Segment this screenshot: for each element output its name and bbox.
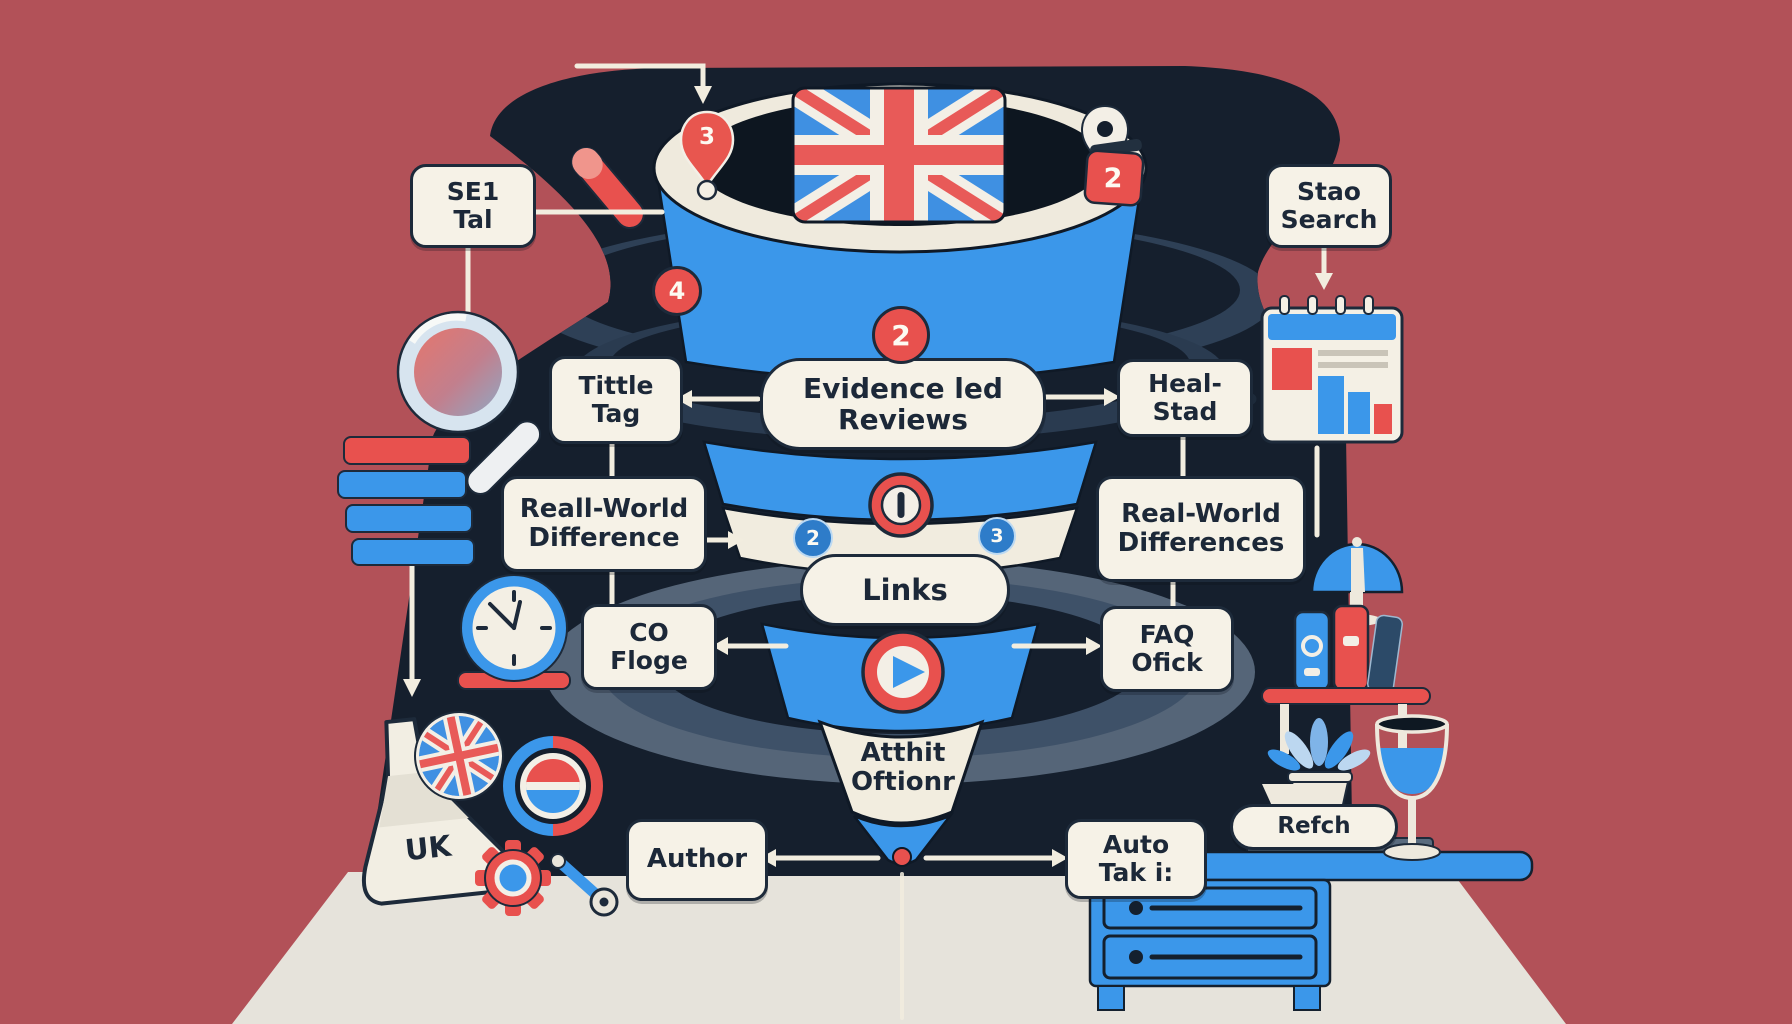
label-heal-stad: Heal- Stad	[1117, 359, 1253, 437]
uk-roundel-icon	[414, 711, 504, 801]
alarm-clock-icon	[457, 574, 571, 690]
uk-flag-icon	[791, 86, 1007, 224]
label-faq-ofick: FAQ Ofick	[1100, 606, 1234, 692]
tag-pin-icon	[1080, 104, 1145, 207]
label-uk-flask: UK	[403, 828, 453, 868]
badge-tag-2: 2	[1103, 162, 1123, 194]
label-co-floge: CO Floge	[581, 604, 717, 690]
label-se1-tal: SE1 Tal	[410, 164, 536, 248]
banner-links: Links	[800, 554, 1010, 626]
badge-blue-2: 2	[793, 518, 833, 558]
label-author: Author	[626, 819, 768, 901]
label-real-world-differences: Real-World Differences	[1096, 476, 1306, 582]
badge-rim-left-4: 4	[652, 266, 702, 316]
label-stao-search: Stao Search	[1266, 164, 1392, 248]
sideboard-icon	[1088, 878, 1332, 1011]
location-pin-icon	[679, 110, 735, 201]
key-icon	[550, 853, 619, 917]
lampshade-block-icon	[1262, 784, 1324, 806]
marker-pen-icon	[571, 146, 645, 230]
badge-pin-3: 3	[698, 124, 715, 150]
funnel-tip-dot	[892, 847, 912, 867]
label-atthit-oftionr: Atthit Oftionr	[851, 737, 955, 797]
badge-blue-3: 3	[978, 517, 1016, 555]
label-real-world-difference: Reall-World Difference	[501, 476, 707, 572]
connectors	[403, 63, 1333, 1020]
label-refch: Refch	[1230, 804, 1398, 850]
play-badge-icon	[861, 630, 945, 714]
badge-funnel-red-2: 2	[872, 306, 930, 364]
list-bars-icon	[337, 436, 475, 566]
banner-evidence-led-reviews: Evidence led Reviews	[760, 358, 1046, 450]
magnifier-icon	[396, 310, 542, 496]
gear-icon	[475, 840, 551, 916]
pause-badge-icon	[868, 472, 934, 538]
tabletop-plank	[1178, 850, 1534, 882]
calendar-chart-icon	[1260, 295, 1404, 444]
label-title-tag: Tittle Tag	[549, 356, 683, 444]
label-auto-tak-i: Auto Tak i:	[1065, 819, 1207, 899]
elbow-arrow	[574, 63, 706, 95]
wine-glass-icon	[1375, 714, 1449, 861]
split-circle-icon	[503, 736, 603, 836]
